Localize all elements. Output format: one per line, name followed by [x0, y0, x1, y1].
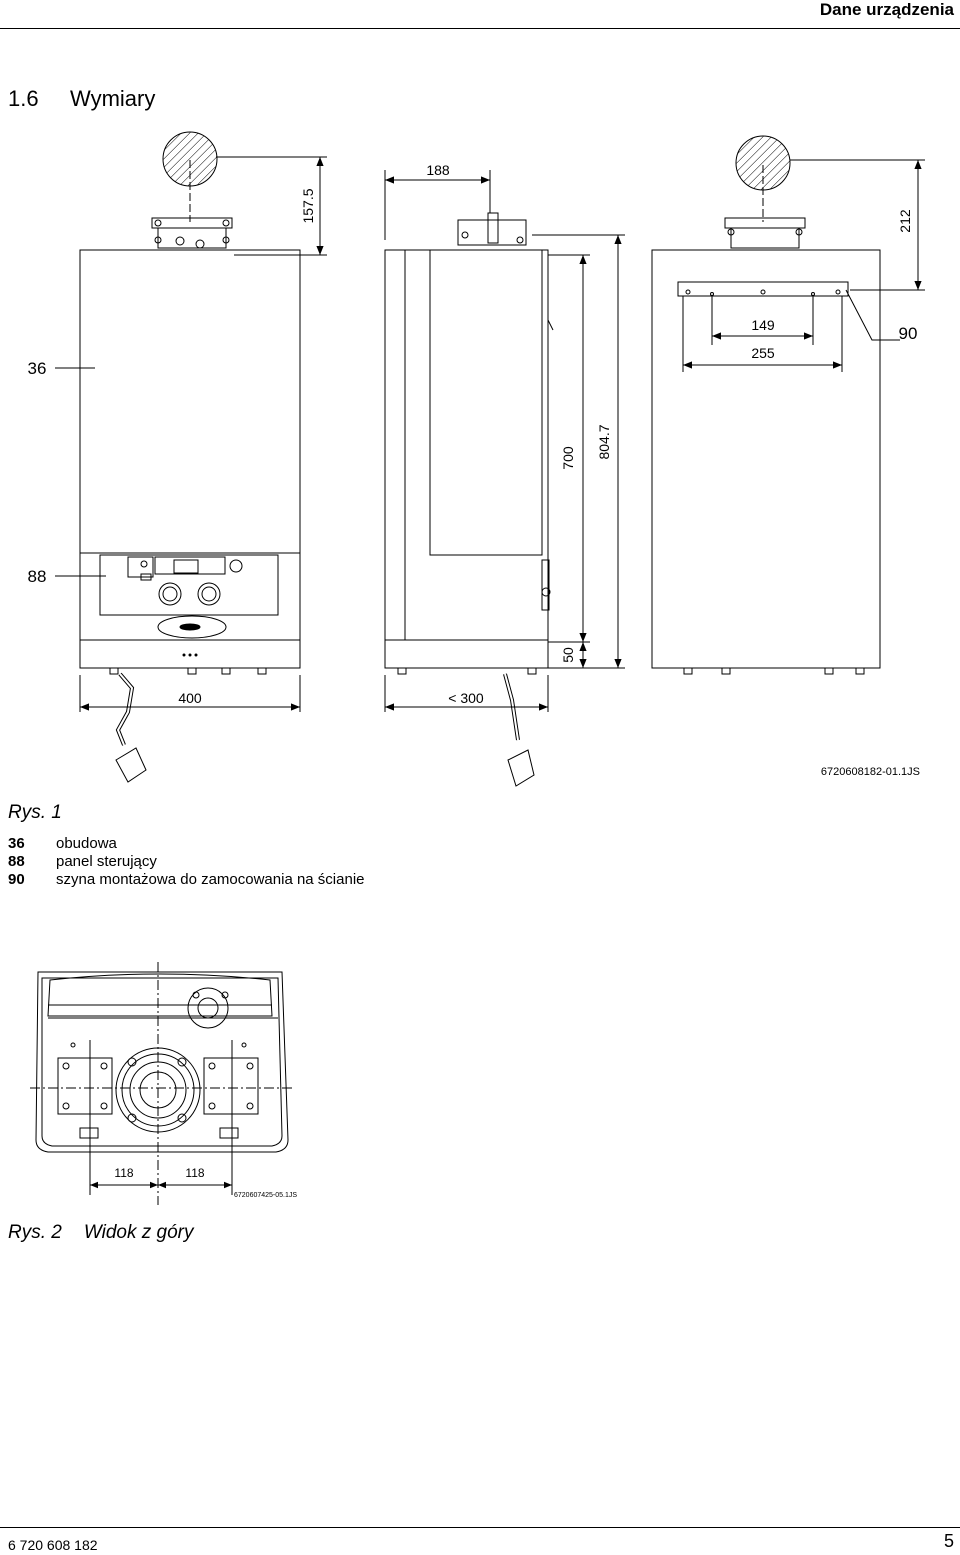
mounting-rail [677, 281, 849, 297]
dimension-drawing: 157.5 188 212 149 255 700 804.7 50 400 <… [28, 131, 925, 787]
power-plug-side [507, 749, 535, 787]
callout-88: 88 [28, 567, 47, 586]
power-plug-front [115, 747, 147, 783]
mounting-plate-left [57, 1057, 113, 1115]
dim-804-7: 804.7 [596, 424, 612, 459]
casing-rear [651, 249, 881, 669]
dim-188: 188 [426, 162, 450, 178]
casing-side [384, 249, 549, 669]
legend-key: 36 [8, 835, 25, 852]
dim-less-300: < 300 [448, 690, 484, 706]
dim-400: 400 [178, 690, 202, 706]
dim-149: 149 [751, 317, 775, 333]
footer-rule [0, 1527, 960, 1528]
legend-text: obudowa [56, 835, 117, 852]
figure2-caption-text: Widok z góry [83, 1222, 194, 1243]
front-view [79, 131, 301, 783]
section-title-text: Wymiary [70, 86, 156, 111]
section-number: 1.6 [8, 86, 39, 111]
figure2-code: 6720607425-05.1JS [234, 1192, 297, 1199]
header-rule [0, 28, 960, 29]
mounting-plate-right [203, 1057, 259, 1115]
temperature-knob-left [158, 582, 182, 606]
rear-view [651, 135, 881, 675]
casing-front [79, 249, 301, 669]
brand-emblem [157, 615, 227, 639]
dim-700: 700 [560, 446, 576, 470]
page-number: 5 [943, 1531, 954, 1551]
legend-item: 36 obudowa [8, 835, 365, 853]
document-number: 6 720 608 182 [8, 1537, 98, 1553]
dim-157-5: 157.5 [300, 188, 316, 223]
fan-unit [187, 987, 229, 1029]
legend-item: 90 szyna montażowa do zamocowania na ści… [8, 871, 365, 889]
section-title: 1.6 Wymiary [8, 86, 155, 112]
top-view-outline [35, 971, 289, 1153]
callout-90: 90 [899, 324, 918, 343]
dim-212: 212 [897, 209, 913, 233]
running-head: Dane urządzenia [819, 0, 954, 19]
figure1-code: 6720608182-01.1JS [821, 766, 920, 778]
legend-text: szyna montażowa do zamocowania na ściani… [56, 871, 365, 888]
control-panel [99, 554, 279, 616]
legend-text: panel sterujący [56, 853, 157, 870]
legend: 36 obudowa 88 panel sterujący 90 szyna m… [8, 835, 365, 889]
dim-118-left: 118 [114, 1166, 133, 1180]
figure2-caption: Rys. 2 Widok z góry [8, 1222, 194, 1244]
legend-item: 88 panel sterujący [8, 853, 365, 871]
dim-118-right: 118 [185, 1166, 204, 1180]
dim-50: 50 [560, 647, 576, 663]
temperature-knob-right [197, 582, 221, 606]
callout-36: 36 [28, 359, 47, 378]
side-view [384, 212, 554, 787]
legend-key: 90 [8, 871, 25, 888]
figure2-caption-label: Rys. 2 [8, 1222, 62, 1243]
figure1-caption: Rys. 1 [8, 802, 62, 823]
legend-key: 88 [8, 853, 25, 870]
dim-255: 255 [751, 345, 775, 361]
top-view-drawing: 118 118 6720607425-05.1JS [30, 962, 297, 1205]
